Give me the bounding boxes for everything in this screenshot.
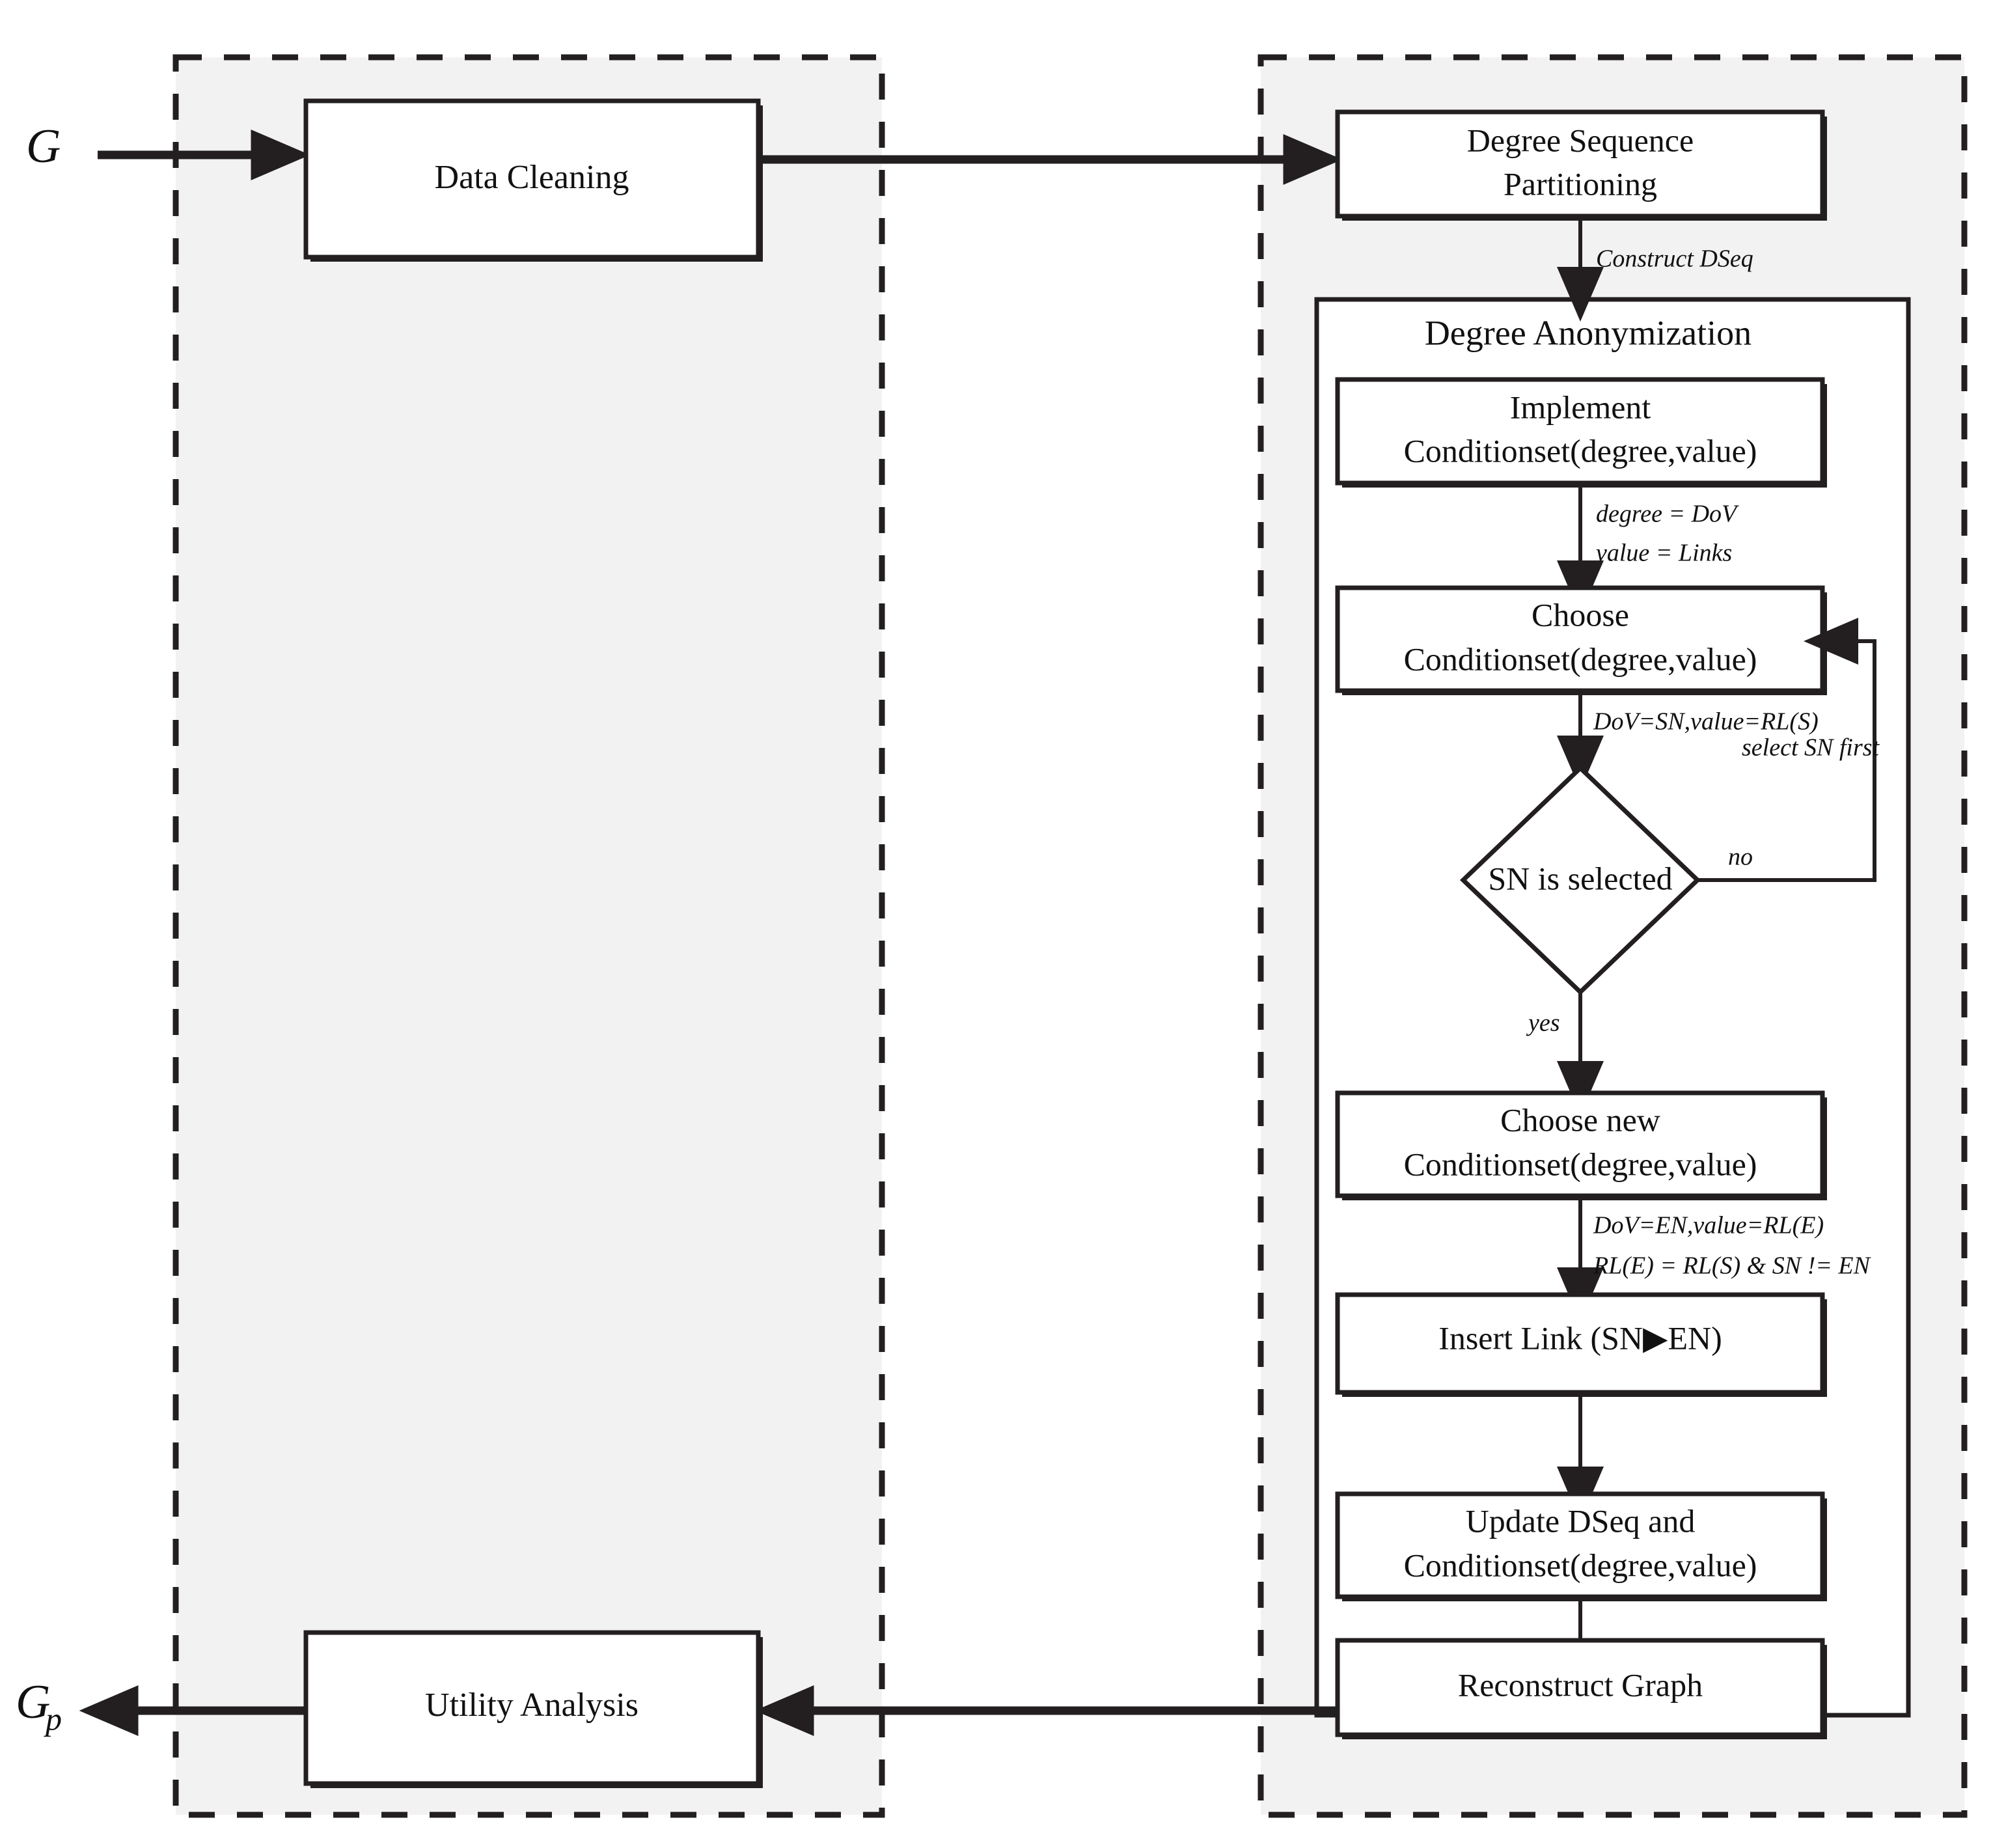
node-insert-link[interactable]: Insert Link (SN▶EN) xyxy=(1335,1292,1827,1397)
edge-label-dov-en: DoV=EN,value=RL(E) xyxy=(1593,1212,1824,1239)
node-partitioning-label-line1: Degree Sequence xyxy=(1467,122,1694,158)
edge-no-feedback-loop xyxy=(1697,618,1876,882)
node-choose-new-label-line2: Conditionset(degree,value) xyxy=(1404,1146,1757,1182)
edge-label-value-links: value = Links xyxy=(1596,540,1732,567)
input-graph-label: G xyxy=(26,120,61,173)
svg-text:G: G xyxy=(16,1676,50,1729)
edge-label-rl-condition: RL(E) = RL(S) & SN != EN xyxy=(1593,1252,1872,1280)
node-update-label-line2: Conditionset(degree,value) xyxy=(1404,1547,1757,1583)
edge-label-dov-sn: DoV=SN,value=RL(S) xyxy=(1593,708,1819,736)
node-implement-label-line1: Implement xyxy=(1510,389,1651,425)
node-data-cleaning[interactable]: Data Cleaning xyxy=(303,98,763,262)
node-decision-sn-selected[interactable]: SN is selected xyxy=(1459,765,1701,995)
node-decision-label: SN is selected xyxy=(1488,860,1672,896)
node-choose-new-conditionset[interactable]: Choose new Conditionset(degree,value) xyxy=(1335,1090,1827,1200)
output-graph-label: G p xyxy=(16,1676,62,1737)
node-implement-label-line2: Conditionset(degree,value) xyxy=(1404,432,1757,469)
node-utility-analysis[interactable]: Utility Analysis xyxy=(303,1630,763,1788)
edge-label-degree-dov: degree = DoV xyxy=(1596,501,1739,528)
degree-anonymization-title: Degree Anonymization xyxy=(1425,313,1752,352)
node-update-dseq[interactable]: Update DSeq and Conditionset(degree,valu… xyxy=(1335,1491,1827,1601)
edge-label-select-sn-first: select SN first xyxy=(1742,734,1880,762)
node-partitioning-label-line2: Partitioning xyxy=(1504,165,1657,202)
svg-text:p: p xyxy=(44,1700,62,1737)
edge-label-yes: yes xyxy=(1526,1010,1560,1037)
node-insert-link-label: Insert Link (SN▶EN) xyxy=(1438,1319,1722,1356)
preprocessing-zone xyxy=(172,54,885,1818)
node-reconstruct-graph[interactable]: Reconstruct Graph xyxy=(1335,1638,1827,1739)
edge-label-construct-dseq: Construct DSeq xyxy=(1596,245,1753,273)
node-choose-new-label-line1: Choose new xyxy=(1500,1101,1660,1138)
degree-anonymization-group xyxy=(1314,297,1911,1718)
node-choose-label-line2: Conditionset(degree,value) xyxy=(1404,641,1757,677)
node-choose-conditionset[interactable]: Choose Conditionset(degree,value) xyxy=(1335,585,1827,695)
edge-label-no: no xyxy=(1728,844,1753,871)
node-degree-sequence-partitioning[interactable]: Degree Sequence Partitioning xyxy=(1335,109,1827,221)
node-choose-label-line1: Choose xyxy=(1532,596,1629,633)
node-utility-analysis-label: Utility Analysis xyxy=(425,1687,639,1724)
node-reconstruct-graph-label: Reconstruct Graph xyxy=(1458,1666,1703,1703)
node-data-cleaning-label: Data Cleaning xyxy=(435,159,629,196)
node-implement-conditionset[interactable]: Implement Conditionset(degree,value) xyxy=(1335,377,1827,488)
node-update-label-line1: Update DSeq and xyxy=(1466,1502,1696,1539)
